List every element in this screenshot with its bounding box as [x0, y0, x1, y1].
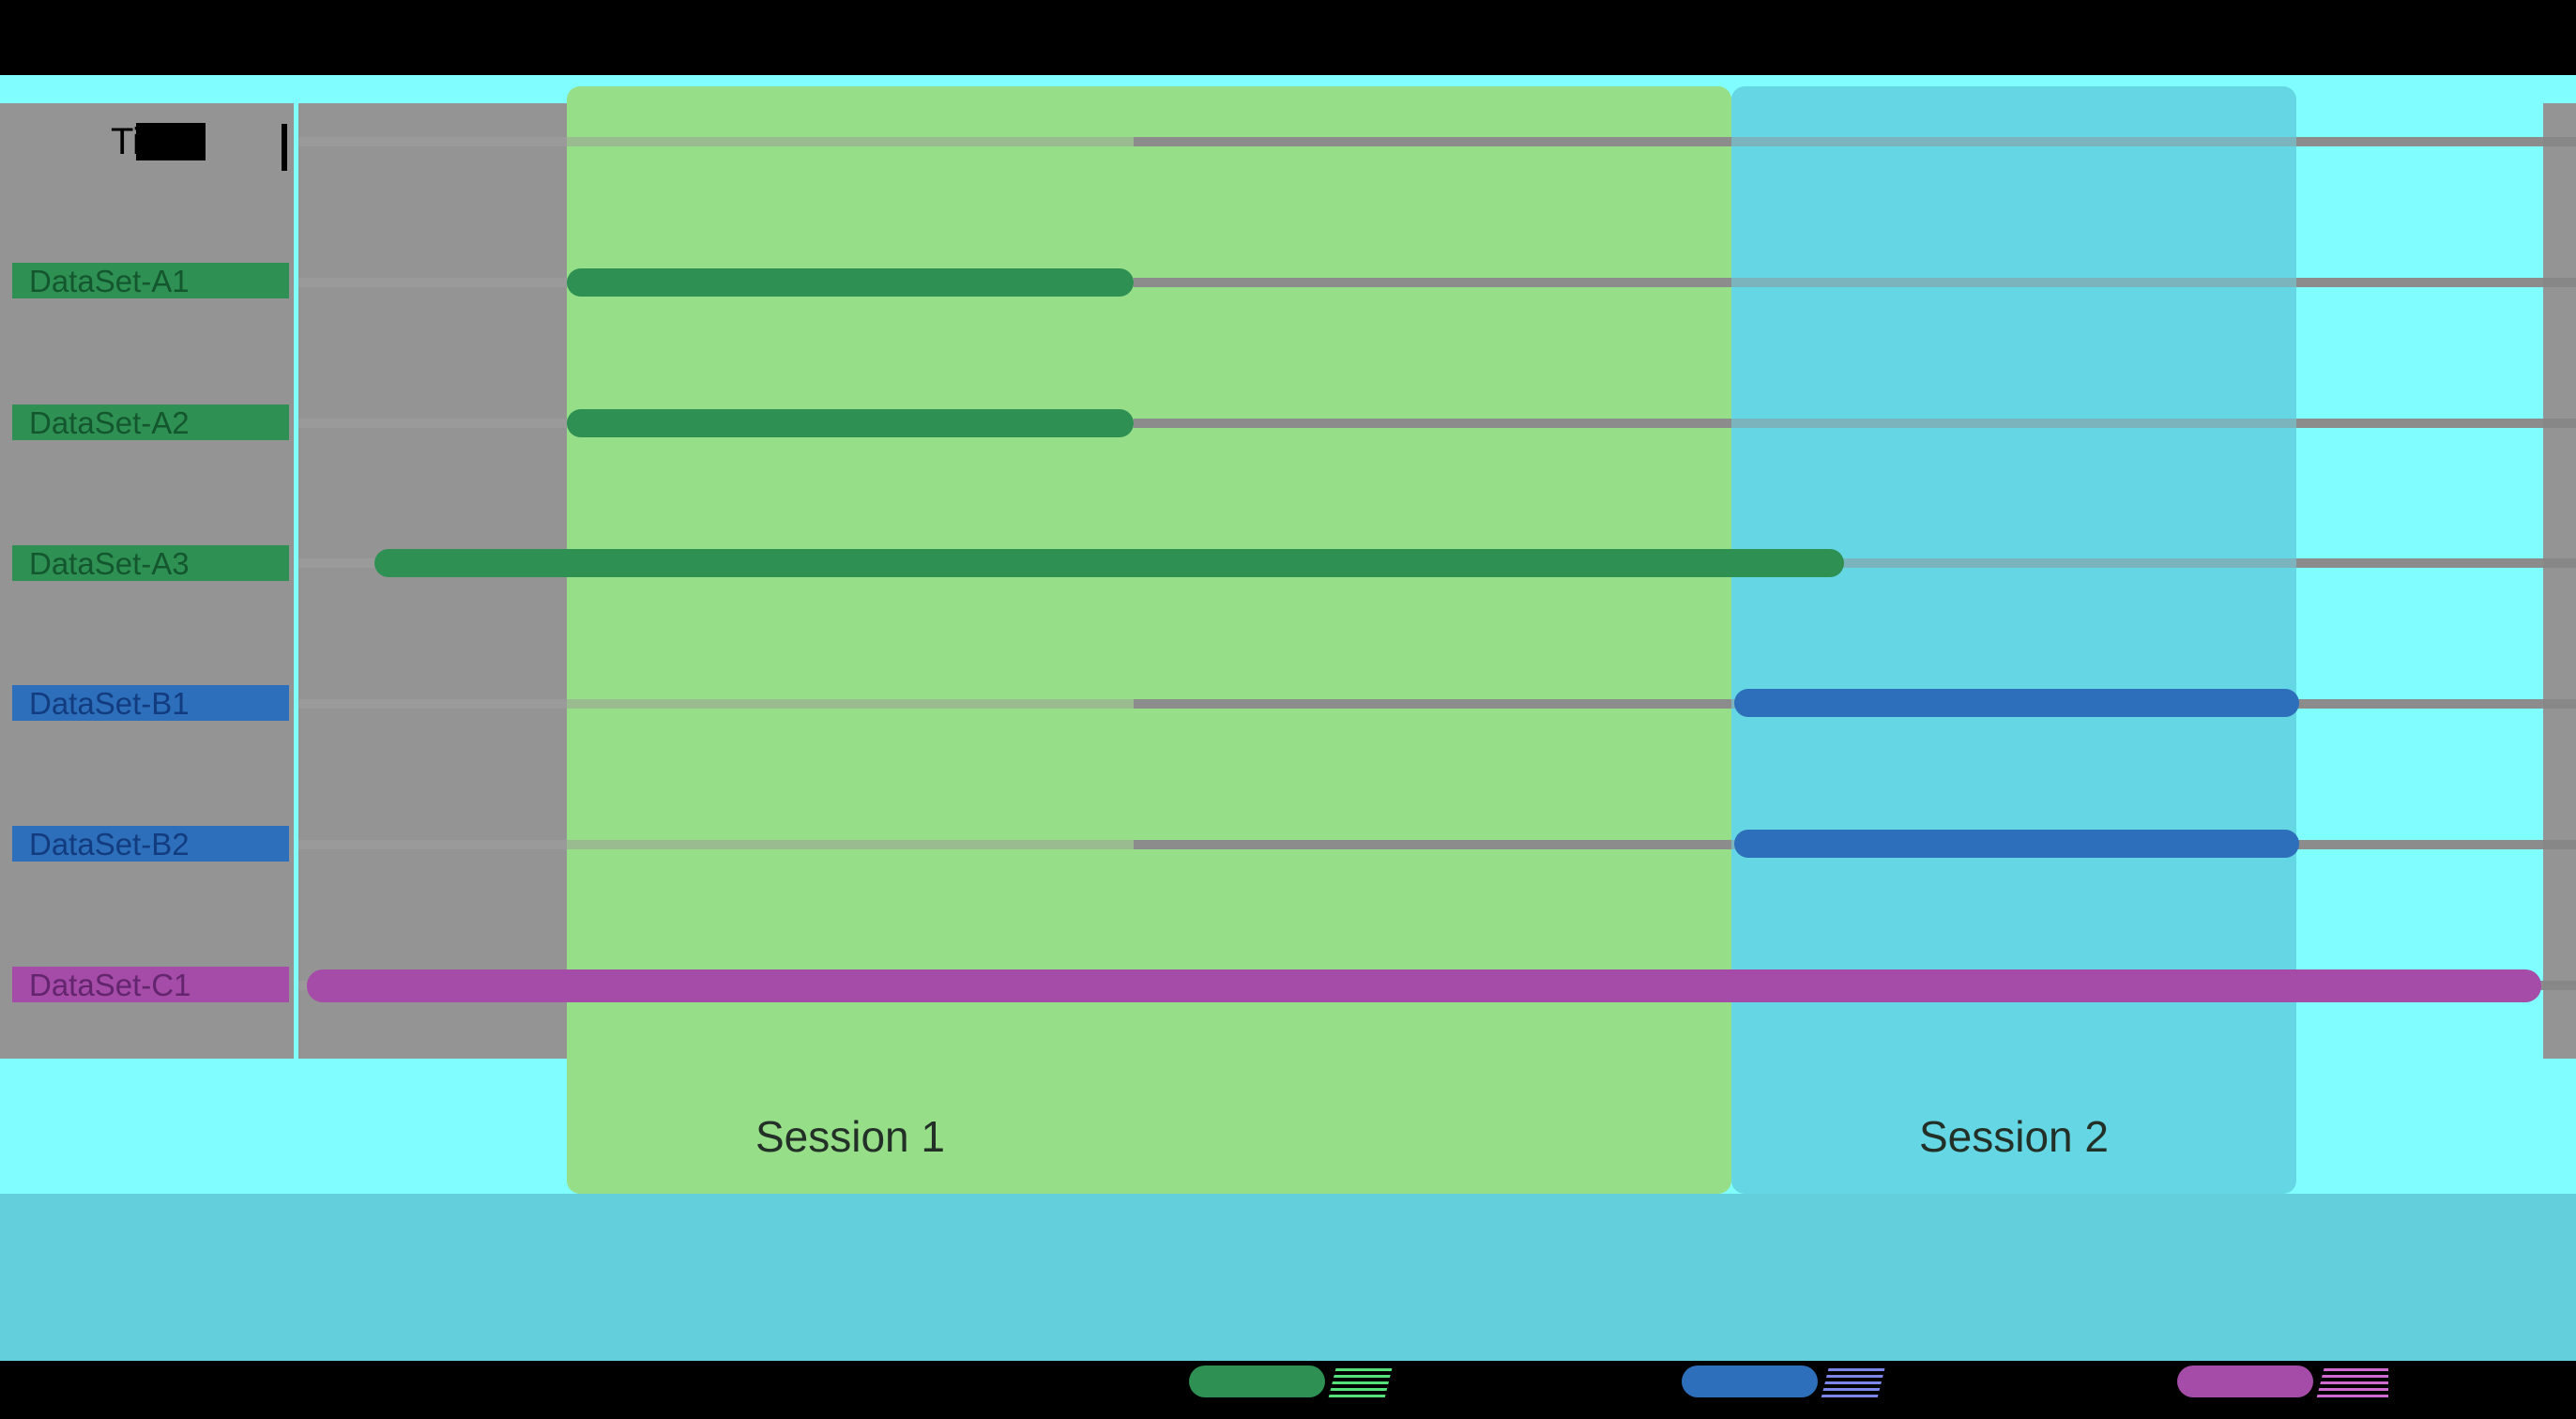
gridline	[298, 419, 2576, 428]
row-label-dataset-b2: DataSet-B2	[12, 826, 289, 862]
legend-label-blacked-out	[2388, 1366, 2576, 1397]
legend-swatch-purple	[2177, 1366, 2313, 1397]
axis-title-time: Time	[111, 123, 206, 161]
axis-tick-mark	[282, 124, 287, 171]
session-2-band	[1731, 86, 2296, 1194]
gridline	[298, 137, 2576, 146]
bar-dataset-b2[interactable]	[1734, 830, 2299, 858]
row-label-dataset-a2: DataSet-A2	[12, 404, 289, 440]
row-label-gutter	[0, 103, 294, 1059]
bar-dataset-a3[interactable]	[374, 549, 1844, 577]
legend-label-blacked-out	[1400, 1366, 1588, 1397]
right-band	[2296, 86, 2543, 1194]
session-1-band	[567, 86, 1731, 1194]
bar-dataset-b1[interactable]	[1734, 689, 2299, 717]
legend-swatch-tail-green	[1328, 1366, 1394, 1397]
legend-swatch-green	[1189, 1366, 1325, 1397]
legend-swatch-tail-blue	[1821, 1366, 1886, 1397]
gridline	[298, 699, 2576, 709]
gridline	[298, 278, 2576, 287]
bar-dataset-a1[interactable]	[567, 268, 1134, 297]
bar-dataset-a2[interactable]	[567, 409, 1134, 437]
footer-band	[0, 1194, 2576, 1361]
row-label-dataset-c1: DataSet-C1	[12, 967, 289, 1002]
row-label-dataset-b1: DataSet-B1	[12, 685, 289, 721]
legend-label-blacked-out	[1893, 1366, 2081, 1397]
legend-swatch-blue	[1682, 1366, 1818, 1397]
row-label-dataset-a3: DataSet-A3	[12, 545, 289, 581]
gridline	[298, 840, 2576, 849]
row-label-dataset-a1: DataSet-A1	[12, 263, 289, 298]
session-1-label: Session 1	[755, 1112, 946, 1161]
bar-dataset-c1[interactable]	[307, 969, 2541, 1002]
session-2-label: Session 2	[1918, 1112, 2110, 1161]
